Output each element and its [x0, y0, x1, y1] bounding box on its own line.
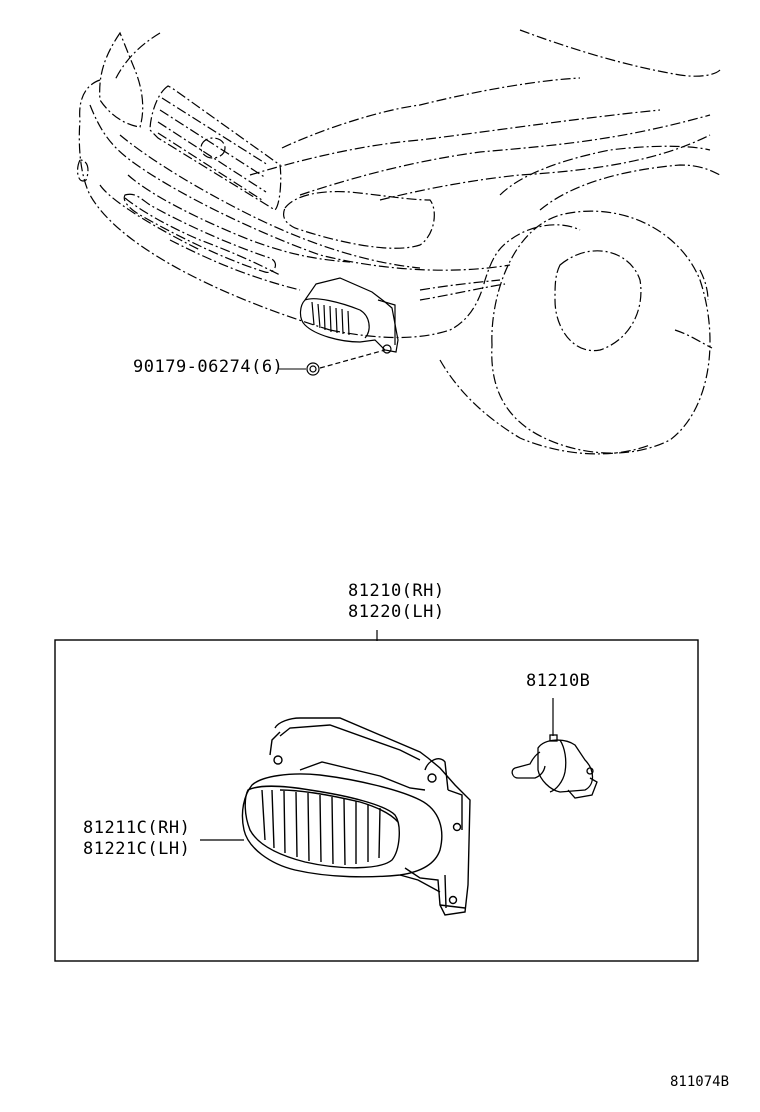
- label-assembly-rh: 81210(RH): [348, 581, 445, 601]
- label-bulb: 81210B: [526, 671, 591, 691]
- fog-lamp-installed: [299, 277, 399, 354]
- nut-installed: [306, 349, 386, 376]
- vehicle-outline: [76, 29, 721, 455]
- label-unit-rh: 81211C(RH): [83, 818, 191, 838]
- assembly-frame: [54, 639, 699, 962]
- bulb: [511, 698, 598, 799]
- illustration-id: 811074B: [670, 1074, 730, 1090]
- fog-lamp-unit: [241, 717, 471, 916]
- label-nut-part-number: 90179-06274(6): [133, 357, 284, 377]
- label-assembly-lh: 81220(LH): [348, 602, 445, 622]
- label-unit-lh: 81221C(LH): [83, 839, 191, 859]
